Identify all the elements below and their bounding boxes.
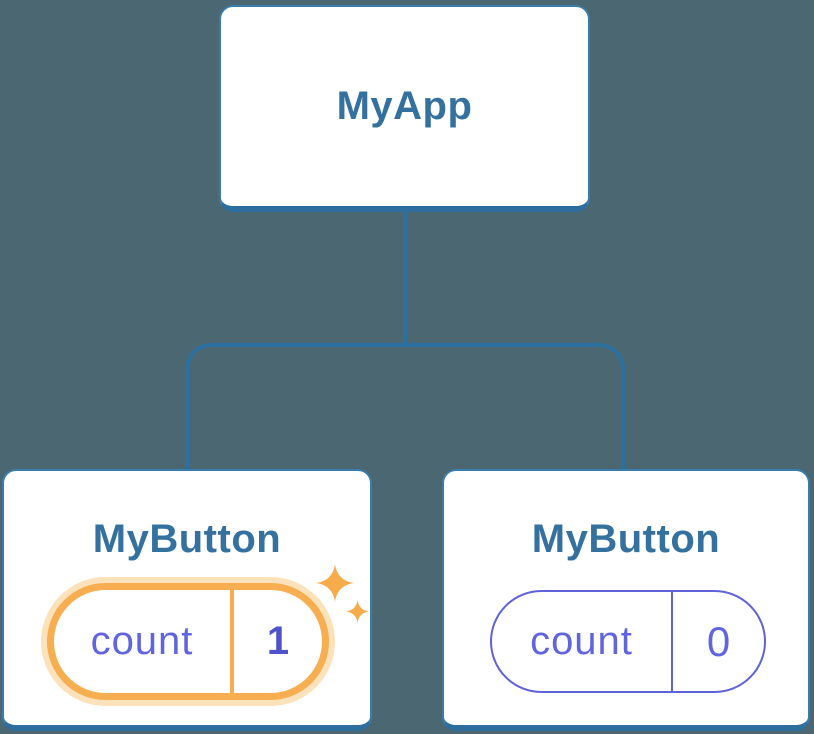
- state-key-label: count: [54, 590, 234, 693]
- state-pill: count 0: [490, 590, 766, 693]
- state-pill-highlighted: count 1: [47, 583, 329, 700]
- component-node-button-right: MyButton count 0: [442, 469, 810, 731]
- component-node-button-left: MyButton count 1: [2, 469, 372, 731]
- component-node-root: MyApp: [219, 5, 590, 212]
- state-value: 1: [266, 619, 290, 663]
- node-title: MyApp: [336, 84, 473, 128]
- connector-root-stem: [403, 209, 407, 347]
- state-key-label: count: [492, 592, 673, 691]
- node-title: MyButton: [531, 517, 721, 561]
- node-title: MyButton: [92, 517, 282, 561]
- sparkle-icon-large: [316, 564, 354, 602]
- connector-branch-bracket: [185, 343, 625, 469]
- state-value: 0: [706, 617, 731, 665]
- sparkle-icon-small: [346, 600, 369, 623]
